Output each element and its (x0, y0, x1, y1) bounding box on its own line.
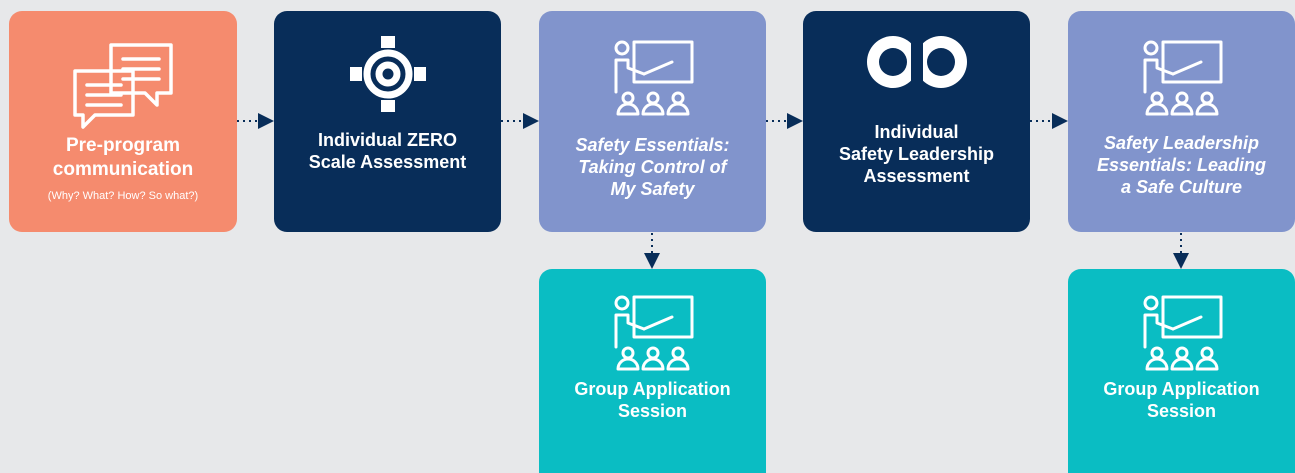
step-title: Individual Safety Leadership Assessment (838, 122, 995, 186)
step-safety-leadership-assessment: Individual Safety Leadership Assessment (803, 11, 1030, 232)
gear-icon (346, 32, 430, 121)
step-title: Safety Essentials: Taking Control of My … (575, 135, 730, 199)
step-group-application-session-1: Group Application Session (539, 269, 766, 473)
speech-bubbles-icon (71, 41, 175, 136)
step-title: Pre-program communication (52, 135, 194, 180)
step-safety-essentials: Safety Essentials: Taking Control of My … (539, 11, 766, 232)
step-zero-scale-assessment: Individual ZERO Scale Assessment (274, 11, 501, 232)
classroom-presenter-icon (610, 293, 696, 378)
step-title: Individual ZERO Scale Assessment (308, 130, 467, 172)
classroom-presenter-icon (610, 38, 696, 123)
infinity-icon (866, 36, 967, 93)
step-safety-leadership-essentials: Safety Leadership Essentials: Leading a … (1068, 11, 1295, 232)
step-title: Safety Leadership Essentials: Leading a … (1096, 133, 1267, 197)
step-title: Group Application Session (574, 379, 731, 421)
step-preprogram-communication: Pre-program communication (Why? What? Ho… (9, 11, 237, 232)
classroom-presenter-icon (1139, 293, 1225, 378)
step-subtitle: (Why? What? How? So what?) (47, 190, 199, 202)
step-group-application-session-2: Group Application Session (1068, 269, 1295, 473)
step-title: Group Application Session (1103, 379, 1260, 421)
classroom-presenter-icon (1139, 38, 1225, 123)
